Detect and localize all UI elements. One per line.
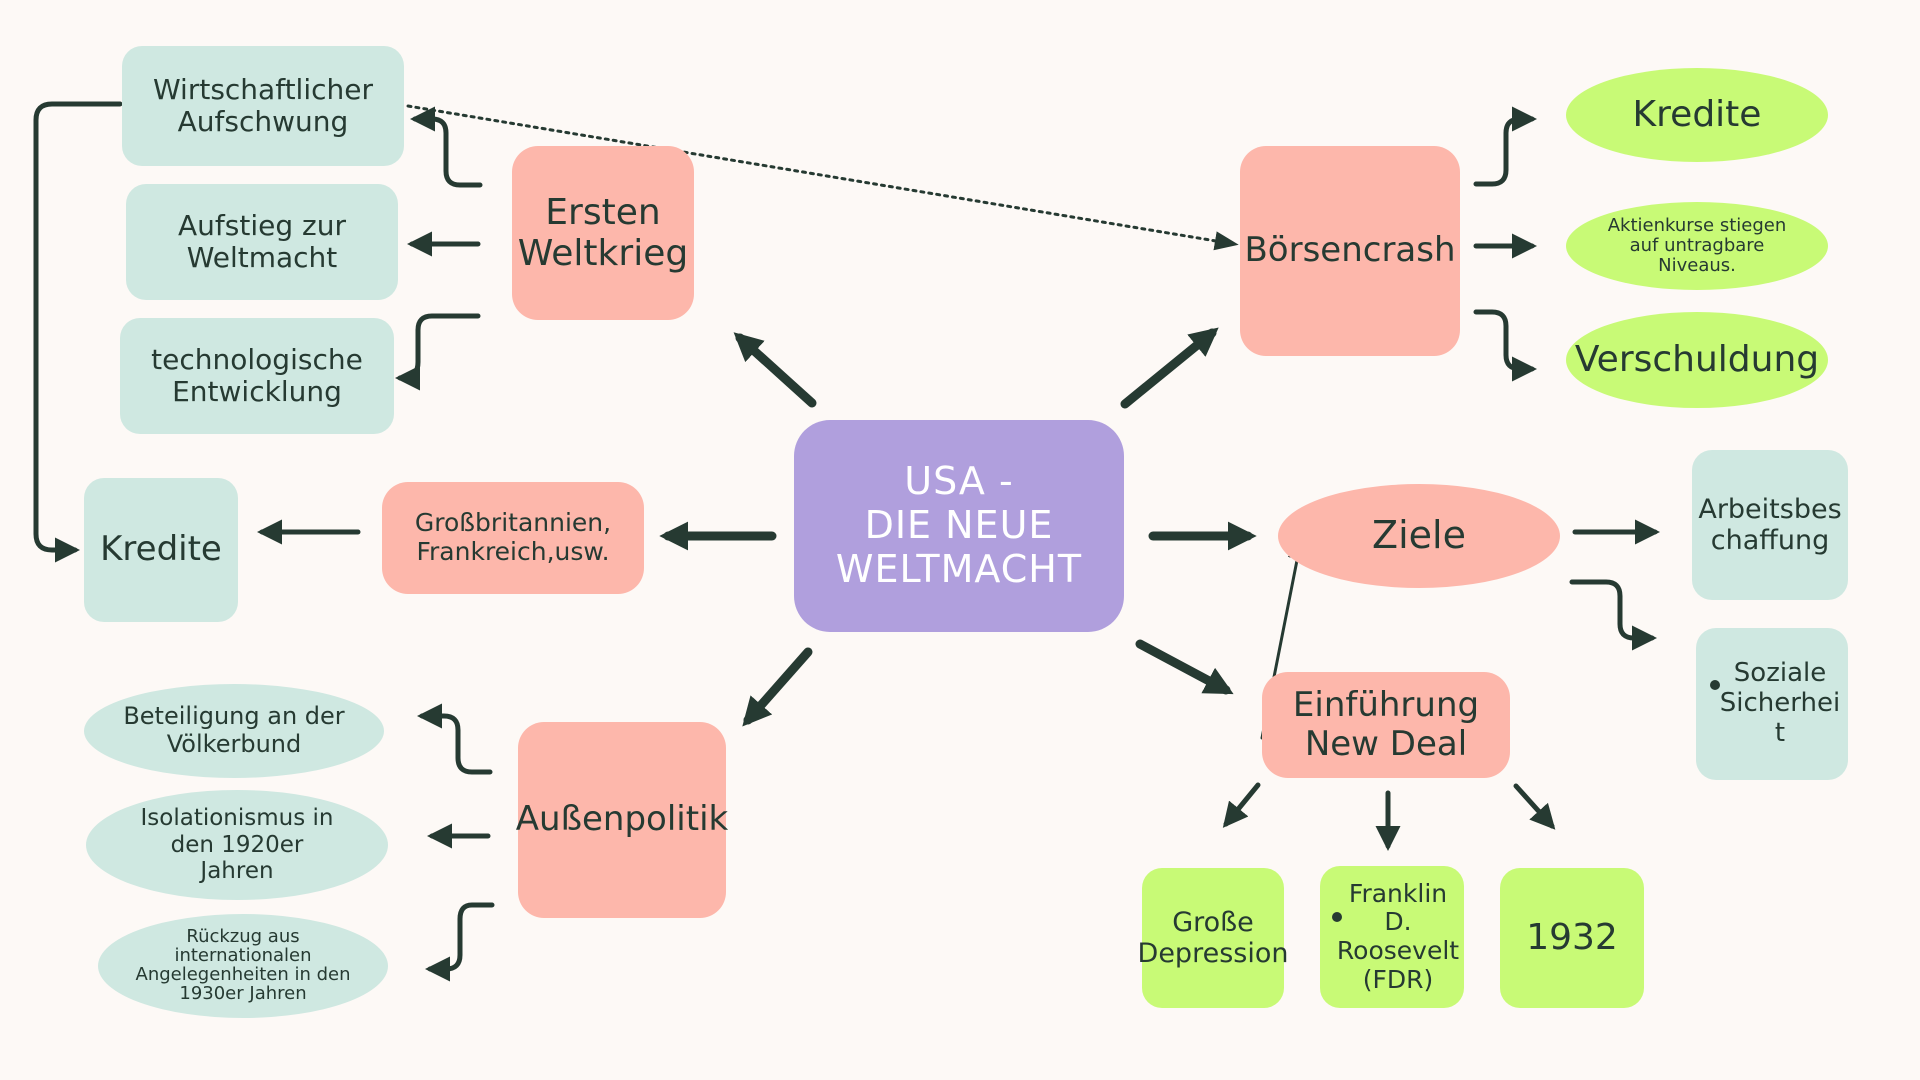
technologie-line-2: Entwicklung	[172, 375, 342, 408]
ziele-node[interactable]: Ziele	[1278, 484, 1560, 588]
ersten-weltkrieg-line-1: Ersten	[545, 191, 661, 233]
verschuldung-label: Verschuldung	[1574, 339, 1820, 381]
aktienkurse-line-3: Niveaus.	[1658, 254, 1736, 276]
aussenpolitik-node[interactable]: Außenpolitik	[515, 722, 729, 918]
isolationismus-line-3: Jahren	[200, 858, 274, 885]
kredite-left-node[interactable]: Kredite	[84, 478, 238, 622]
fdr-line-1: Franklin D.	[1348, 878, 1448, 937]
verschuldung-node[interactable]: Verschuldung	[1566, 312, 1828, 408]
wirtschaftlicher-aufschwung-node[interactable]: Wirtschaftlicher Aufschwung	[122, 46, 404, 166]
voelkerbund-line-2: Völkerbund	[166, 730, 302, 758]
boersencrash-label: Börsencrash	[1244, 230, 1456, 271]
kredite-right-node[interactable]: Kredite	[1566, 68, 1828, 162]
arrow-boersencrash-to-kredite	[1473, 106, 1537, 187]
aktienkurse-line-2: auf untragbare	[1629, 235, 1765, 257]
rueckzug-line-4: 1930er Jahren	[179, 982, 307, 1004]
rueckzug-node[interactable]: Rückzug aus internationalen Angelegenhei…	[98, 914, 388, 1018]
ziele-label: Ziele	[1372, 513, 1466, 558]
fdr-line-2: Roosevelt	[1336, 936, 1460, 965]
arrow-weltkrieg-to-technologie	[395, 313, 481, 391]
arbeitsbeschaffung-node[interactable]: Arbeitsbes chaffung	[1692, 450, 1848, 600]
grossbritannien-node[interactable]: Großbritannien, Frankreich,usw.	[382, 482, 644, 594]
arrow-aussenpolitik-to-rueckzug	[425, 902, 495, 982]
aufschwung-line-2: Aufschwung	[177, 105, 349, 138]
arrow-new-deal-to-1932	[1513, 783, 1556, 830]
arrow-boersencrash-to-verschuldung	[1473, 309, 1537, 382]
fdr-node[interactable]: Franklin D. Roosevelt (FDR)	[1320, 866, 1464, 1008]
isolationismus-line-2: den 1920er	[170, 831, 304, 858]
aufstieg-line-1: Aufstieg zur	[178, 208, 346, 242]
dotted-aufschwung-to-boersencrash	[406, 104, 1239, 251]
soziale-sicherheit-line-1: Soziale	[1733, 658, 1827, 689]
central-topic-node[interactable]: USA - DIE NEUE WELTMACHT	[794, 420, 1124, 632]
aufschwung-line-1: Wirtschaftlicher	[152, 72, 373, 106]
boersencrash-node[interactable]: Börsencrash	[1240, 146, 1460, 356]
rueckzug-line-3: Angelegenheiten in den	[135, 964, 351, 985]
arrow-aufschwung-to-kredite	[33, 101, 123, 563]
new-deal-line-2: New Deal	[1304, 724, 1468, 764]
soziale-sicherheit-node[interactable]: Soziale Sicherhei t	[1696, 628, 1848, 780]
rueckzug-line-2: internationalen	[174, 945, 312, 967]
arrow-center-to-new-deal	[1135, 639, 1234, 695]
central-topic-line-3: WELTMACHT	[835, 546, 1083, 591]
ersten-weltkrieg-line-2: Weltkrieg	[517, 233, 689, 274]
arbeitsbeschaffung-line-1: Arbeitsbes	[1698, 493, 1842, 525]
arrow-weltkrieg-to-aufschwung	[410, 106, 483, 188]
arrow-new-deal-to-depression	[1222, 782, 1261, 828]
central-topic-line-2: DIE NEUE	[864, 503, 1054, 548]
arrow-center-to-boersencrash	[1120, 327, 1219, 409]
arrow-aussenpolitik-to-voelkerbund	[417, 703, 493, 775]
voelkerbund-node[interactable]: Beteiligung an der Völkerbund	[84, 684, 384, 778]
arrow-ziele-to-soziale-sicherheit	[1569, 579, 1657, 651]
aufstieg-weltmacht-node[interactable]: Aufstieg zur Weltmacht	[126, 184, 398, 300]
technologische-entwicklung-node[interactable]: technologische Entwicklung	[120, 318, 394, 434]
grosse-depression-line-2: Depression	[1137, 938, 1289, 969]
kredite-right-label: Kredite	[1632, 94, 1762, 136]
aktienkurse-node[interactable]: Aktienkurse stiegen auf untragbare Nivea…	[1566, 202, 1828, 290]
aufstieg-line-2: Weltmacht	[186, 241, 338, 274]
kredite-left-label: Kredite	[100, 529, 222, 570]
fdr-bullet	[1332, 912, 1342, 922]
isolationismus-line-1: Isolationismus in	[140, 805, 334, 832]
grosse-depression-node[interactable]: Große Depression	[1138, 868, 1288, 1008]
grosse-depression-line-1: Große	[1172, 906, 1254, 938]
new-deal-line-1: Einführung	[1292, 684, 1480, 725]
soziale-sicherheit-line-2: Sicherhei	[1719, 688, 1841, 719]
rueckzug-line-1: Rückzug aus	[186, 926, 300, 948]
year-1932-node[interactable]: 1932	[1500, 868, 1644, 1008]
aussenpolitik-label: Außenpolitik	[515, 799, 729, 840]
isolationismus-node[interactable]: Isolationismus in den 1920er Jahren	[86, 790, 388, 900]
fdr-line-3: (FDR)	[1362, 964, 1434, 994]
arbeitsbeschaffung-line-2: chaffung	[1710, 525, 1830, 556]
soziale-sicherheit-line-3: t	[1774, 717, 1786, 748]
voelkerbund-line-1: Beteiligung an der	[123, 702, 345, 731]
ersten-weltkrieg-node[interactable]: Ersten Weltkrieg	[512, 146, 694, 320]
year-1932-label: 1932	[1526, 917, 1618, 959]
grossbritannien-line-2: Frankreich,usw.	[416, 537, 610, 566]
arrow-center-to-weltkrieg	[733, 332, 817, 408]
technologie-line-1: technologische	[151, 342, 363, 376]
central-topic-line-1: USA -	[904, 459, 1014, 504]
aktienkurse-line-1: Aktienkurse stiegen	[1607, 215, 1787, 237]
arrow-center-to-aussenpolitik	[742, 647, 813, 727]
grossbritannien-line-1: Großbritannien,	[414, 508, 612, 538]
new-deal-node[interactable]: Einführung New Deal	[1262, 672, 1510, 778]
soziale-sicherheit-bullet	[1710, 680, 1720, 690]
